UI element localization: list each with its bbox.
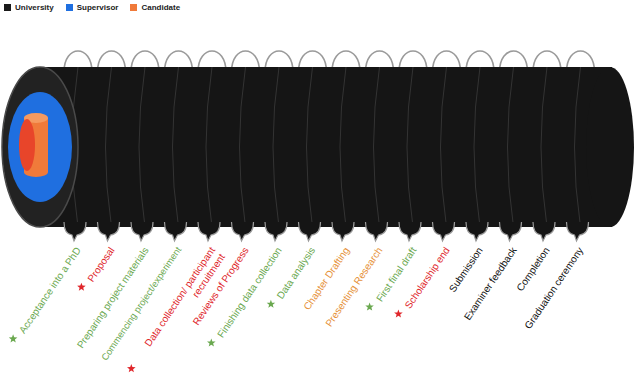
legend-swatch [130, 4, 137, 11]
legend-swatch [4, 4, 11, 11]
ring-tab [232, 222, 254, 241]
ring-seam [407, 67, 413, 227]
star-marker [77, 283, 86, 291]
legend-swatch [66, 4, 73, 11]
ring-tab [466, 222, 488, 241]
ring-tab [500, 222, 522, 241]
milestone-label: Graduation ceremony [523, 245, 586, 331]
legend-item: University [4, 3, 54, 12]
star-marker [267, 300, 276, 308]
star-marker [207, 338, 216, 346]
legend-text: Supervisor [77, 3, 119, 12]
ring-tab [198, 222, 220, 241]
ring-seam [575, 67, 581, 227]
star-marker [365, 303, 374, 311]
ring-tab [366, 222, 388, 241]
ring-seam [508, 67, 514, 227]
ring-seam [307, 67, 313, 227]
ring-tab [433, 222, 455, 241]
ring-seam [206, 67, 212, 227]
ring-seam [474, 67, 480, 227]
legend-text: Candidate [141, 3, 180, 12]
ring-seam [340, 67, 346, 227]
legend-item: Candidate [130, 3, 180, 12]
ring-seam [106, 67, 112, 227]
legend-text: University [15, 3, 54, 12]
star-marker [9, 334, 18, 342]
ring-tab [567, 222, 589, 241]
legend: University Supervisor Candidate [4, 3, 192, 12]
legend-item: Supervisor [66, 3, 119, 12]
ring-tab [98, 222, 120, 241]
ring-tab [533, 222, 555, 241]
ring-seam [441, 67, 447, 227]
ring-seam [541, 67, 547, 227]
ring-tab [332, 222, 354, 241]
ring-seam [374, 67, 380, 227]
star-marker [394, 309, 403, 317]
ring-tab [64, 222, 86, 241]
ring-seam [273, 67, 279, 227]
ring-tab [165, 222, 187, 241]
milestone-label: Acceptance into a PhD [17, 245, 83, 336]
ring-tab [265, 222, 287, 241]
ring-tab [399, 222, 421, 241]
star-marker [127, 364, 136, 372]
ring-tab [299, 222, 321, 241]
ring-seam [240, 67, 246, 227]
milestone-label: Proposal [85, 245, 117, 284]
ring-seam [139, 67, 145, 227]
ring-tab [131, 222, 153, 241]
ring-seam [173, 67, 179, 227]
